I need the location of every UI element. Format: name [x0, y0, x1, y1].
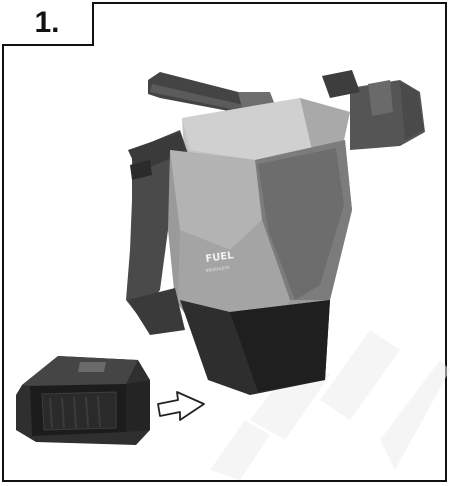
fuel-logo-text: FUEL [205, 250, 235, 265]
drill-illustration: FUEL BRUSHLESS [126, 70, 425, 395]
battery-illustration [16, 356, 150, 445]
brushless-text: BRUSHLESS [205, 265, 230, 273]
outline-right-arrow-icon [157, 391, 205, 421]
step-number: 1. [2, 2, 94, 46]
